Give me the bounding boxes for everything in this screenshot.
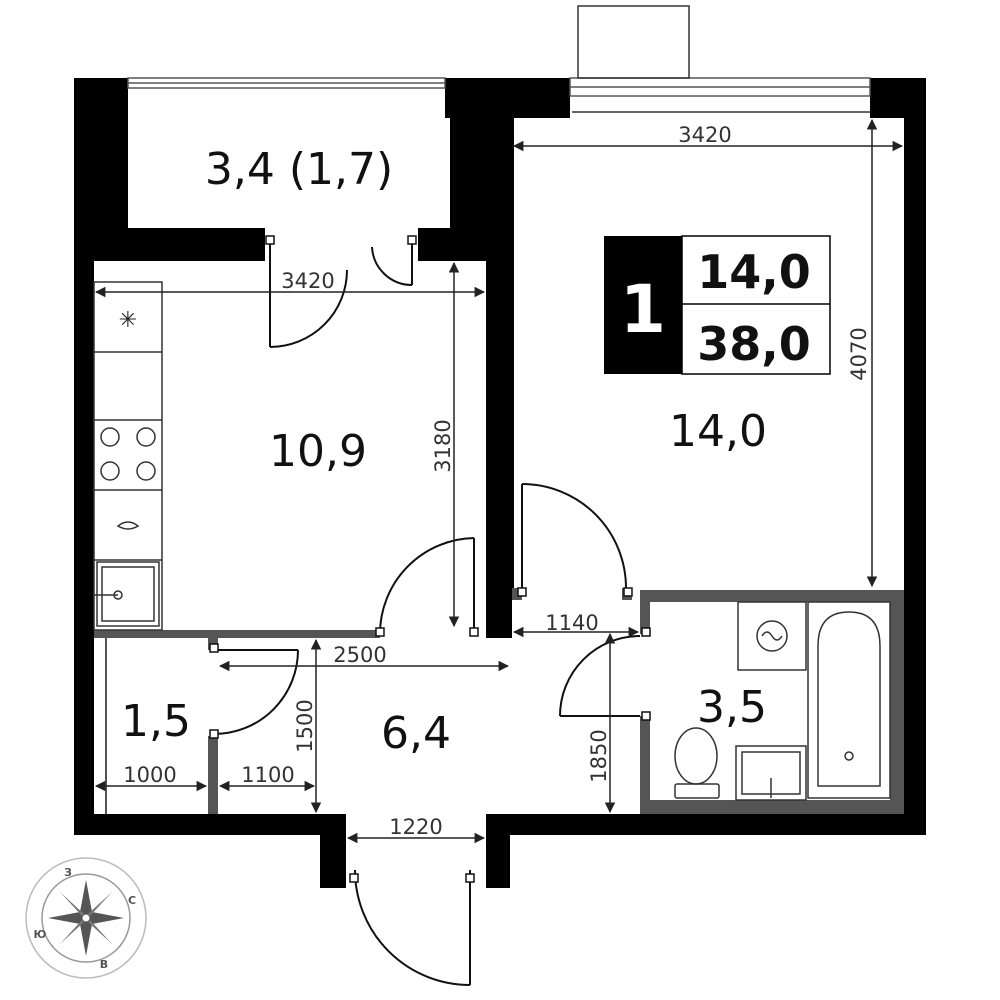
dim-living-width: 3420 (678, 123, 731, 147)
badge-living-area: 14,0 (697, 245, 811, 299)
dim-kitchen-depth: 3180 (431, 419, 455, 472)
dimension-labels: 3420 3420 4070 3180 1140 2500 1500 1850 … (123, 123, 871, 839)
room-balcony-area: 3,4 (1,7) (205, 144, 393, 195)
compass-rose-icon: З С Ю В (25, 857, 147, 979)
dimension-lines (94, 118, 904, 844)
dim-hall-width: 2500 (333, 643, 386, 667)
room-kitchen-area: 10,9 (269, 426, 367, 477)
dim-entrance-width: 1220 (389, 815, 442, 839)
room-storage-area: 1,5 (121, 696, 191, 747)
kitchen-sink-icon (94, 561, 160, 627)
dim-bath-opening: 1140 (545, 611, 598, 635)
badge-room-count: 1 (620, 271, 666, 348)
bathtub-icon (807, 601, 891, 799)
fridge-snowflake-icon: ✳ (119, 308, 137, 333)
bathroom-sink-icon (735, 745, 807, 801)
interior-partitions (94, 588, 904, 814)
dim-bath-depth: 1850 (587, 729, 611, 782)
dim-hall-passage: 1100 (241, 763, 294, 787)
compass-label-bottom: В (100, 958, 108, 971)
kitchen-counter (93, 281, 163, 631)
room-bathroom-area: 3,5 (697, 682, 767, 733)
dim-storage-width: 1000 (123, 763, 176, 787)
compass-label-left: Ю (34, 928, 47, 941)
dim-kitchen-width: 3420 (281, 269, 334, 293)
stove-burners-icon (100, 427, 156, 481)
washing-machine-icon (737, 601, 807, 671)
door-hinges (209, 235, 651, 883)
compass-label-top: З (64, 866, 72, 879)
exterior-walls (74, 78, 926, 888)
badge-total-area: 38,0 (697, 317, 811, 371)
toilet-icon (674, 727, 720, 799)
room-hall-area: 6,4 (381, 708, 451, 759)
area-badge: 1 14,0 38,0 (604, 235, 831, 375)
dim-hall-depth: 1500 (293, 699, 317, 752)
windows (127, 5, 871, 113)
compass-label-right: С (128, 894, 136, 907)
room-labels: 3,4 (1,7) 10,9 14,0 3,5 6,4 1,5 (121, 144, 767, 759)
dim-living-depth: 4070 (847, 327, 871, 380)
room-living-area: 14,0 (669, 406, 767, 457)
dishwasher-drop-icon (116, 521, 140, 530)
